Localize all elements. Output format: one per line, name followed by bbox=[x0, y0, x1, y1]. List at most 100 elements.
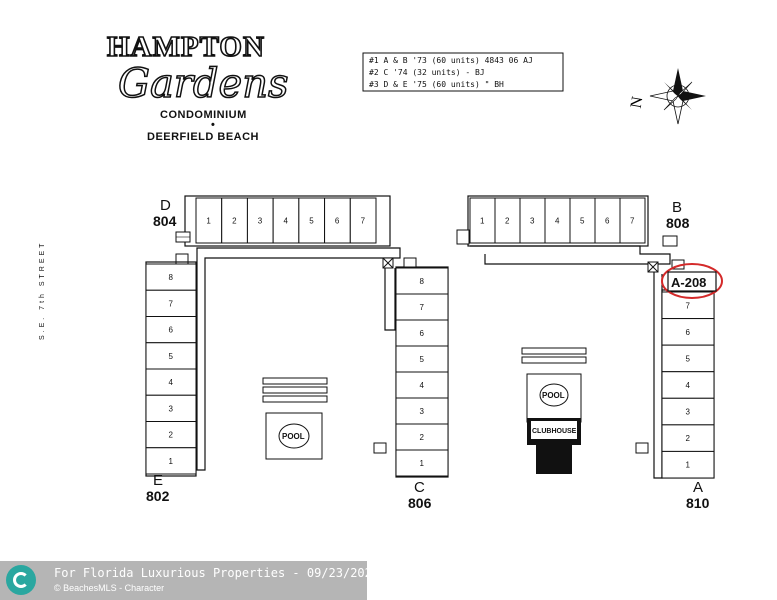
building-e-letter: E bbox=[153, 472, 163, 489]
unit-cell bbox=[661, 450, 715, 479]
unit-number: 1 bbox=[480, 217, 485, 226]
unit-number: 2 bbox=[420, 433, 425, 442]
unit-cell bbox=[195, 197, 223, 244]
unit-number: 7 bbox=[420, 303, 425, 312]
watermark-line1: For Florida Luxurious Properties - 09/23… bbox=[54, 566, 380, 580]
watermark-footer: For Florida Luxurious Properties - 09/23… bbox=[0, 561, 379, 600]
unit-number: 2 bbox=[686, 434, 691, 443]
unit-number: 2 bbox=[169, 431, 174, 440]
unit-cell bbox=[298, 197, 326, 244]
unit-number: 6 bbox=[605, 217, 610, 226]
unit-number: 4 bbox=[555, 217, 560, 226]
clubhouse-label: CLUBHOUSE bbox=[532, 428, 577, 435]
building-a-code: 810 bbox=[686, 495, 710, 511]
unit-number: 8 bbox=[169, 273, 174, 282]
unit-cell bbox=[661, 424, 715, 452]
subtitle-location: DEERFIELD BEACH bbox=[147, 131, 259, 143]
unit-number: 5 bbox=[309, 217, 314, 226]
unit-number: 2 bbox=[232, 217, 237, 226]
unit-cell bbox=[395, 371, 449, 399]
unit-cell bbox=[661, 344, 715, 373]
unit-cell bbox=[246, 197, 274, 244]
unit-cell bbox=[661, 397, 715, 426]
unit-cell bbox=[661, 318, 715, 346]
watermark-line2: © BeachesMLS - Character bbox=[54, 583, 165, 593]
unit-number: 4 bbox=[169, 378, 174, 387]
callout-unit-label: A-208 bbox=[671, 275, 706, 290]
pool-left-label: POOL bbox=[282, 432, 305, 441]
subtitle-condominium: CONDOMINIUM bbox=[160, 109, 247, 121]
unit-number: 1 bbox=[420, 459, 425, 468]
corridor-east bbox=[470, 245, 671, 265]
unit-number: 7 bbox=[169, 299, 174, 308]
unit-cell bbox=[395, 345, 449, 373]
unit-cell bbox=[395, 449, 449, 477]
pool-area-left bbox=[262, 377, 328, 460]
unit-number: 6 bbox=[169, 326, 174, 335]
unit-number: 6 bbox=[420, 329, 425, 338]
unit-number: 1 bbox=[686, 461, 691, 470]
unit-cell bbox=[349, 197, 377, 244]
unit-number: 3 bbox=[169, 404, 174, 413]
north-label: N bbox=[628, 95, 647, 110]
corridor-west-inner bbox=[384, 258, 396, 331]
unit-cell bbox=[395, 319, 449, 347]
unit-number: 4 bbox=[284, 217, 289, 226]
unit-number: 3 bbox=[258, 217, 263, 226]
unit-number: 3 bbox=[420, 407, 425, 416]
legend-row-3: #3 D & E '75 (60 units) " BH bbox=[369, 80, 504, 89]
callout-box bbox=[667, 271, 717, 292]
building-e-code: 802 bbox=[146, 488, 170, 504]
stair-b-end bbox=[662, 235, 678, 247]
unit-cell bbox=[145, 368, 197, 396]
unit-number: 2 bbox=[505, 217, 510, 226]
unit-cell bbox=[569, 197, 596, 244]
unit-number: 5 bbox=[580, 217, 585, 226]
corridor-west bbox=[196, 247, 401, 471]
building-d-code: 804 bbox=[153, 213, 177, 229]
unit-number: 5 bbox=[686, 354, 691, 363]
building-c-letter: C bbox=[414, 479, 425, 496]
unit-cell bbox=[221, 197, 248, 244]
mls-logo-icon bbox=[6, 565, 36, 595]
callout-circle bbox=[661, 263, 723, 299]
unit-number: 5 bbox=[169, 352, 174, 361]
building-b-code: 808 bbox=[666, 215, 690, 231]
pool-right-label: POOL bbox=[542, 391, 565, 400]
title-gardens: Gardens bbox=[118, 61, 289, 107]
unit-number: 5 bbox=[420, 355, 425, 364]
building-b-letter: B bbox=[672, 199, 682, 216]
unit-number: 3 bbox=[686, 408, 691, 417]
unit-cell bbox=[145, 263, 197, 291]
unit-number: 8 bbox=[420, 277, 425, 286]
building-a-letter: A bbox=[693, 479, 703, 496]
unit-number: 6 bbox=[686, 328, 691, 337]
unit-number: 4 bbox=[686, 381, 691, 390]
building-d-letter: D bbox=[160, 197, 171, 214]
unit-cell bbox=[395, 423, 449, 451]
unit-cell bbox=[619, 197, 646, 244]
unit-number: 7 bbox=[361, 217, 366, 226]
unit-cell bbox=[272, 197, 300, 244]
legend-row-1: #1 A & B '73 (60 units) 4843 06 AJ bbox=[369, 56, 533, 65]
phase-legend: #1 A & B '73 (60 units) 4843 06 AJ #2 C … bbox=[362, 52, 564, 92]
unit-cell bbox=[594, 197, 621, 244]
subtitle-bullet: • bbox=[211, 119, 215, 131]
unit-cell bbox=[395, 267, 449, 295]
unit-number: 1 bbox=[169, 457, 174, 466]
unit-cell bbox=[145, 394, 197, 422]
unit-number: 7 bbox=[630, 217, 635, 226]
building-c-code: 806 bbox=[408, 495, 432, 511]
street-label: S.E. 7th STREET bbox=[39, 241, 46, 340]
unit-number: 6 bbox=[335, 217, 340, 226]
compass-rose-icon bbox=[649, 68, 706, 125]
legend-row-2: #2 C '74 (32 units) - BJ bbox=[369, 68, 485, 77]
unit-cell bbox=[145, 447, 197, 475]
unit-number: 7 bbox=[686, 301, 691, 310]
pool-area-right bbox=[521, 347, 587, 474]
corridor-east-inner bbox=[653, 264, 663, 479]
